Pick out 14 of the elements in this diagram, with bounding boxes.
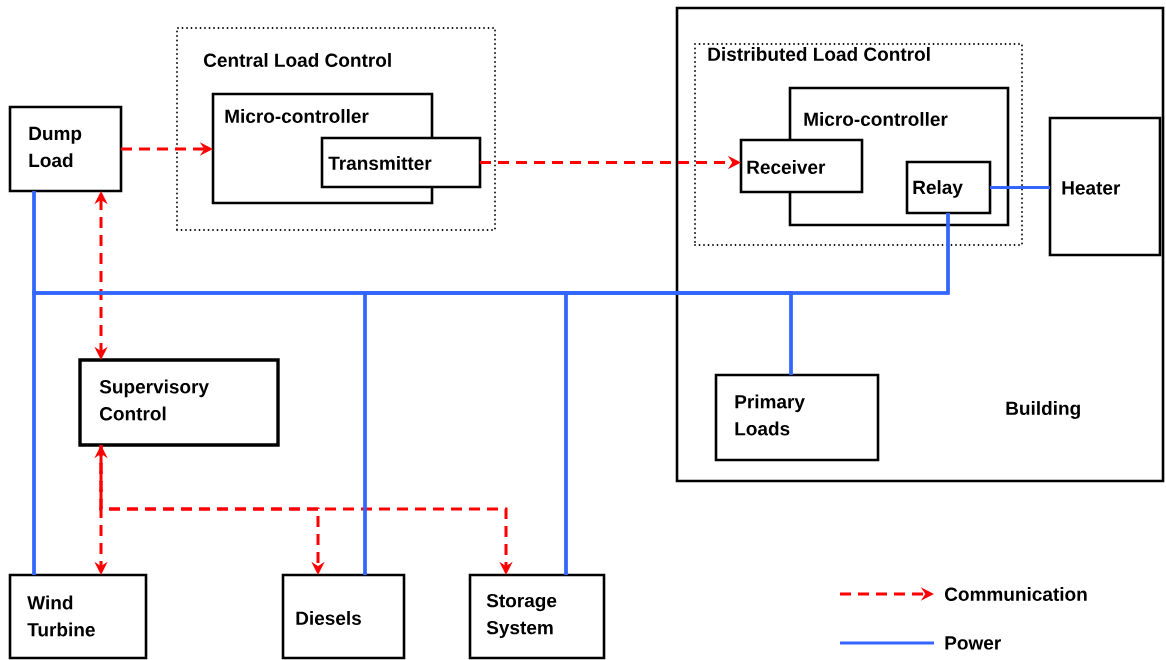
component-box: Diesels: [281, 573, 406, 660]
connector-line: [990, 186, 1050, 189]
component-box: Transmitter: [320, 136, 482, 189]
legend-label: Communication: [945, 587, 1087, 601]
component-box: Primary Loads: [714, 373, 880, 462]
connector-line: [564, 213, 950, 575]
control-box: Supervisory Control: [78, 358, 280, 447]
component-box: Relay: [905, 160, 992, 215]
component-box: Receiver: [739, 138, 864, 194]
legend-label: Power: [945, 636, 1001, 650]
component-box: Storage System: [468, 573, 606, 660]
component-box: Heater: [1048, 116, 1162, 257]
component-box: Dump Load: [8, 105, 123, 193]
component-box: Wind Turbine: [8, 573, 148, 660]
